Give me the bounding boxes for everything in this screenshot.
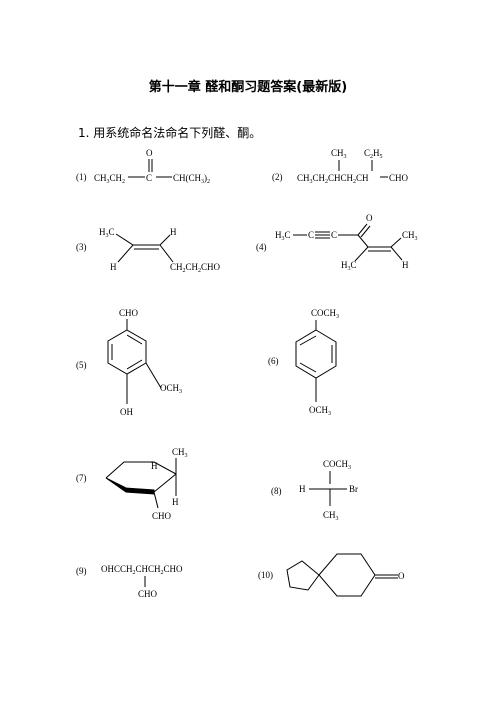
svg-text:CH3CH2: CH3CH2 bbox=[94, 173, 125, 185]
svg-text:OCH3: OCH3 bbox=[160, 383, 182, 395]
svg-text:C: C bbox=[331, 230, 337, 240]
structure-5: CHO OCH3 OH bbox=[107, 308, 182, 417]
item-number: (6) bbox=[268, 356, 279, 366]
svg-text:H3C: H3C bbox=[99, 227, 115, 239]
svg-text:H: H bbox=[402, 260, 409, 270]
structure-9: OHCCH2CHCH2CHO CHO bbox=[101, 564, 183, 599]
svg-text:O: O bbox=[366, 213, 373, 223]
svg-text:CH2CH2CHO: CH2CH2CHO bbox=[170, 262, 221, 274]
structure-1: O CH3CH2 C CH(CH3)2 bbox=[94, 148, 210, 185]
svg-text:H: H bbox=[172, 497, 179, 507]
svg-text:CH(CH3)2: CH(CH3)2 bbox=[173, 173, 210, 185]
svg-text:CHO: CHO bbox=[119, 308, 139, 318]
svg-text:CH3: CH3 bbox=[402, 230, 418, 242]
structure-3: H3C H H CH2CH2CHO bbox=[99, 227, 221, 274]
svg-text:OCH3: OCH3 bbox=[309, 405, 331, 417]
svg-text:OHCCH2CHCH2CHO: OHCCH2CHCH2CHO bbox=[101, 564, 183, 576]
svg-text:OH: OH bbox=[120, 407, 133, 417]
question-heading: 1. 用系统命名法命名下列醛、酮。 bbox=[78, 126, 262, 140]
structure-8: COCH3 H Br CH3 bbox=[299, 459, 358, 522]
svg-text:Br: Br bbox=[349, 484, 358, 494]
svg-text:COCH3: COCH3 bbox=[323, 459, 351, 471]
svg-text:C: C bbox=[146, 173, 152, 183]
item-number: (3) bbox=[76, 242, 87, 252]
structure-7: CH3 H H CHO bbox=[105, 447, 188, 521]
svg-text:H: H bbox=[170, 227, 177, 237]
svg-text:H: H bbox=[151, 461, 158, 471]
structure-2: CH3 C2H5 CH3CH2CHCH2CH CHO bbox=[297, 148, 409, 185]
item-number: (8) bbox=[271, 486, 282, 496]
svg-text:H: H bbox=[299, 484, 306, 494]
svg-text:CH3: CH3 bbox=[172, 447, 188, 459]
svg-text:H3C: H3C bbox=[341, 260, 357, 272]
svg-text:CHO: CHO bbox=[138, 589, 158, 599]
svg-text:COCH3: COCH3 bbox=[311, 308, 339, 320]
structure-10: O bbox=[286, 553, 405, 597]
item-number: (9) bbox=[76, 566, 87, 576]
item-number: (4) bbox=[256, 242, 267, 252]
svg-text:H3C: H3C bbox=[275, 230, 291, 242]
page-title: 第十一章 醛和酮习题答案(最新版) bbox=[148, 80, 348, 95]
svg-text:C2H5: C2H5 bbox=[364, 148, 383, 160]
svg-text:CHO: CHO bbox=[389, 173, 409, 183]
oxygen-label: O bbox=[146, 148, 153, 158]
svg-text:H: H bbox=[110, 262, 117, 272]
item-number: (5) bbox=[76, 360, 87, 370]
item-number: (1) bbox=[76, 172, 87, 182]
svg-text:O: O bbox=[398, 571, 405, 581]
svg-text:CH3: CH3 bbox=[323, 510, 339, 522]
item-number: (7) bbox=[76, 473, 87, 483]
svg-text:CH3: CH3 bbox=[331, 148, 347, 160]
svg-text:CH3CH2CHCH2CH: CH3CH2CHCH2CH bbox=[297, 173, 369, 185]
structure-6: COCH3 OCH3 bbox=[295, 308, 339, 417]
item-number: (2) bbox=[272, 172, 283, 182]
structure-4: H3C C C O CH3 H3C H bbox=[275, 213, 418, 272]
svg-text:CHO: CHO bbox=[152, 511, 172, 521]
item-number: (10) bbox=[258, 570, 273, 580]
svg-text:C: C bbox=[308, 230, 314, 240]
